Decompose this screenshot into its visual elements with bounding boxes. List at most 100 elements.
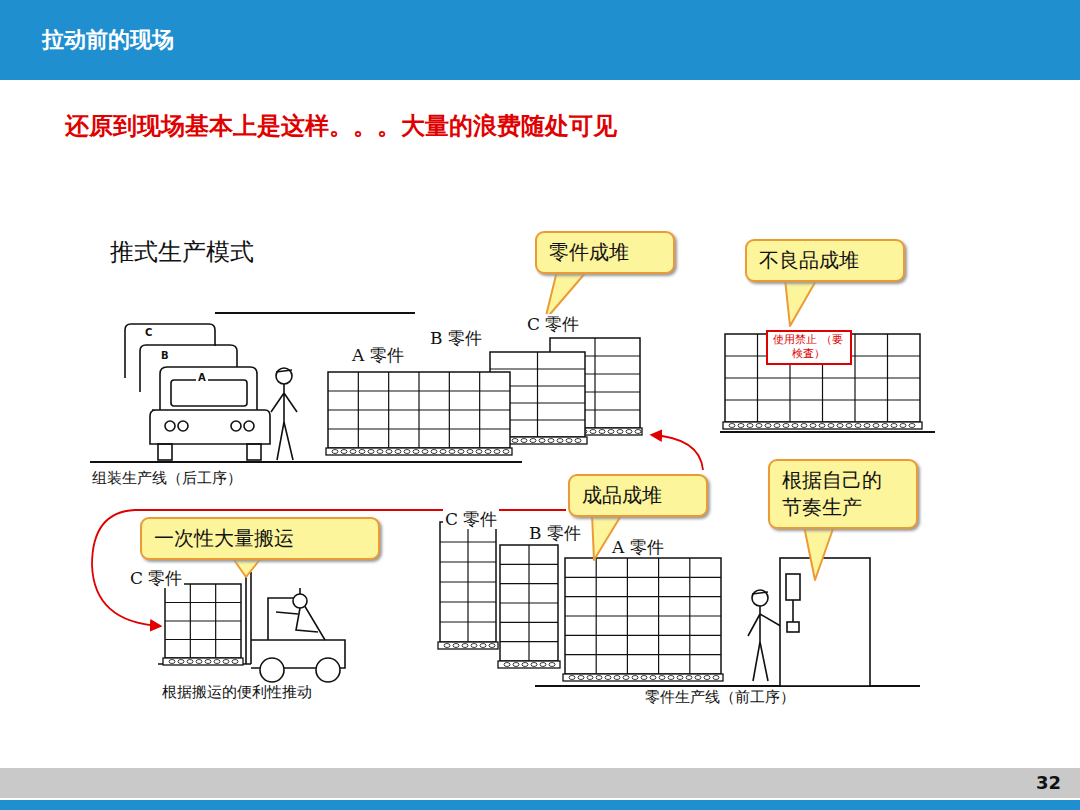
box-stack [774, 424, 780, 428]
ground-line [720, 431, 935, 433]
box-stack [891, 424, 897, 428]
forklift [250, 572, 252, 664]
box-stack [828, 424, 834, 428]
box-stack [163, 658, 243, 665]
box-stack [756, 424, 762, 428]
box-stack [404, 450, 410, 454]
box-stack [328, 372, 510, 448]
box-stack [659, 676, 665, 680]
page-title: 拉动前的现场 [42, 27, 174, 53]
callout-tail [804, 526, 834, 580]
box-stack [650, 676, 656, 680]
box-stack [489, 644, 495, 648]
section-heading: 推式生产模式 [110, 238, 254, 267]
box-stack [882, 424, 888, 428]
box-stack [819, 424, 825, 428]
callout-box: 一次性大量搬运 [140, 517, 380, 560]
box-stack [341, 450, 347, 454]
box-stack [332, 450, 338, 454]
box-stack [575, 439, 581, 443]
box-stack [565, 635, 721, 636]
box-stack [765, 424, 771, 428]
box-stack [608, 430, 614, 434]
box-stack [440, 621, 496, 622]
box-stack [503, 450, 509, 454]
box-stack [540, 663, 546, 667]
box-stack [462, 644, 468, 648]
callout-box: 零件成堆 [535, 231, 675, 274]
box-stack [783, 424, 789, 428]
box-stack [632, 676, 638, 680]
box-stack [431, 450, 437, 454]
box-stack [641, 676, 647, 680]
car-outline [178, 421, 188, 431]
callout-text: 成品成堆 [582, 482, 694, 509]
box-stack [587, 676, 593, 680]
box-stack [440, 581, 496, 582]
part-label: C 零件 [128, 568, 184, 588]
flow-arrow [652, 435, 703, 470]
box-stack [855, 424, 861, 428]
car-letter: B [159, 350, 171, 362]
callout-box: 不良品成堆 [745, 239, 905, 282]
box-stack [205, 660, 211, 664]
box-stack [594, 338, 595, 428]
box-stack [635, 430, 641, 434]
flow-arrow [92, 435, 703, 626]
machine [780, 558, 870, 686]
box-stack [214, 660, 220, 664]
car-outline [160, 367, 257, 410]
box-stack [178, 660, 184, 664]
box-stack [837, 424, 843, 428]
box-stack [500, 564, 558, 565]
box-stack [566, 439, 572, 443]
box-stack [557, 439, 563, 443]
footer-bar [0, 768, 1080, 798]
box-stack [498, 661, 560, 668]
forklift [245, 572, 247, 664]
callout-text: 零件成堆 [549, 239, 661, 266]
box-stack [668, 676, 674, 680]
box-stack [537, 352, 538, 437]
car-outline [125, 324, 270, 460]
box-stack [578, 676, 584, 680]
box-stack [444, 644, 450, 648]
box-stack [440, 522, 496, 642]
box-stack [596, 676, 602, 680]
part-label: C 零件 [525, 314, 581, 334]
box-stack [490, 368, 585, 369]
box-stack [738, 424, 744, 428]
box-stack [704, 676, 710, 680]
box-stack [165, 602, 241, 603]
box-stack [565, 596, 721, 597]
box-stack [522, 663, 528, 667]
box-stack [864, 424, 870, 428]
box-stack [500, 602, 558, 603]
box-stack [810, 424, 816, 428]
header-bar [0, 0, 1080, 80]
box-stack [725, 399, 920, 400]
forklift [260, 658, 284, 682]
callout-text: 不良品成堆 [759, 247, 891, 274]
box-stack [187, 660, 193, 664]
box-stack [485, 450, 491, 454]
box-stack [565, 577, 721, 578]
box-stack [599, 430, 605, 434]
worker-figure [752, 590, 768, 606]
box-stack [723, 422, 922, 429]
box-stack [747, 424, 753, 428]
box-stack [900, 424, 906, 428]
box-stack [626, 430, 632, 434]
forklift [276, 608, 318, 632]
part-label: A 零件 [350, 345, 406, 365]
box-stack [521, 439, 527, 443]
machine [786, 574, 800, 600]
car-outline [231, 421, 241, 431]
box-stack [413, 450, 419, 454]
box-stack [169, 660, 175, 664]
box-stack [359, 450, 365, 454]
box-stack [440, 561, 496, 562]
page-number: 32 [1036, 772, 1061, 794]
callout-box: 成品成堆 [568, 474, 708, 517]
box-stack [196, 660, 202, 664]
